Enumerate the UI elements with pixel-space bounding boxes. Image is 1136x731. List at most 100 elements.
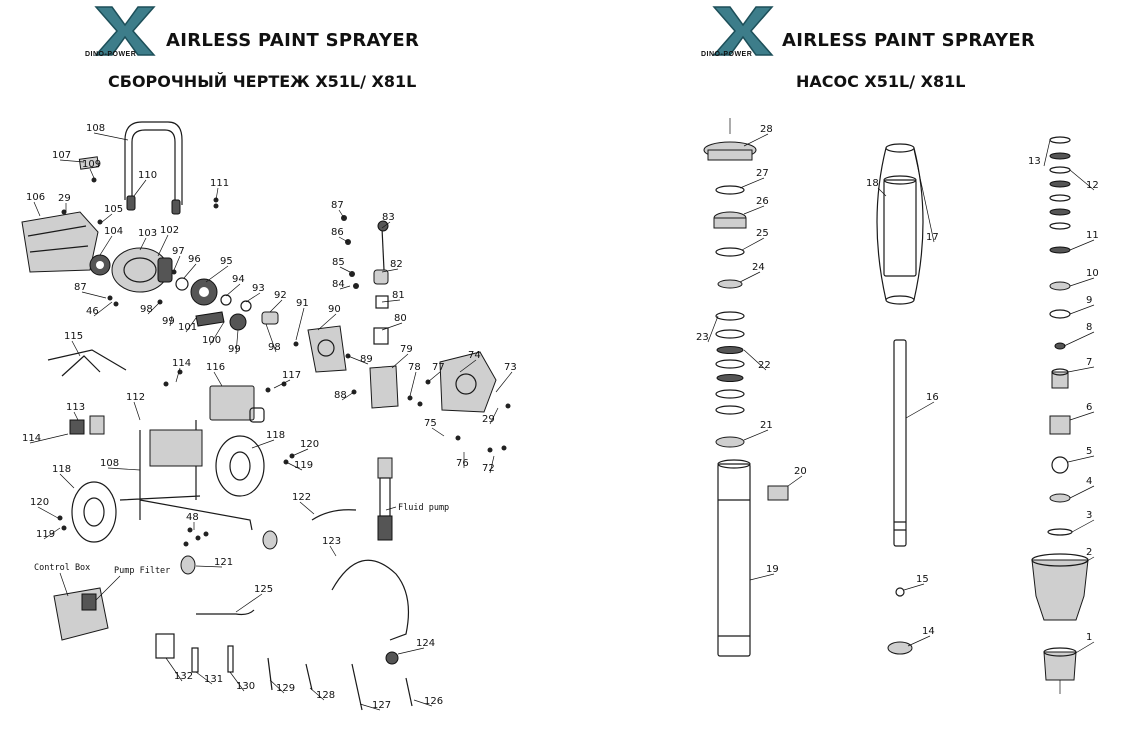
part-number-callout: 88 [334, 390, 347, 401]
part-number-leader-line [99, 235, 113, 256]
part-number-leader-line [107, 467, 141, 471]
part-number-callout: 121 [214, 557, 233, 568]
pump-part-number-leader-line [1043, 139, 1051, 167]
component-leader-line [59, 572, 69, 597]
part-number-leader-line [397, 647, 425, 655]
part-number-callout: 127 [372, 700, 391, 711]
component-text-label: Control Box [34, 563, 90, 573]
pump-part-number-callout: 23 [696, 332, 709, 343]
pump-part-number-callout: 16 [926, 392, 939, 403]
part-number-callout: 104 [104, 226, 123, 237]
part-number-callout: 79 [400, 344, 413, 355]
pump-part-number-callout: 24 [752, 262, 765, 273]
frame-plate-part [149, 429, 203, 467]
part-number-callout: 82 [390, 259, 403, 270]
pump-part-number-callout: 2 [1086, 547, 1092, 558]
part-number-leader-line [251, 439, 275, 449]
part-number-callout: 111 [210, 178, 229, 189]
part-number-leader-line [329, 545, 337, 557]
part-number-callout: 126 [424, 696, 443, 707]
bracket-part [369, 365, 399, 409]
part-number-leader-line [381, 221, 391, 229]
part-number-callout: 122 [292, 492, 311, 503]
part-number-callout: 75 [424, 418, 437, 429]
component-leader-line [385, 506, 397, 511]
part-number-callout: 119 [36, 529, 55, 540]
part-number-leader-line [235, 593, 263, 613]
part-number-callout: 113 [66, 402, 85, 413]
pump-part-number-leader-line [743, 349, 767, 371]
part-number-callout: 97 [172, 246, 185, 257]
part-number-leader-line [213, 371, 223, 387]
left-wheel-part [71, 481, 117, 543]
part-number-leader-line [269, 679, 285, 694]
part-number-leader-line [215, 187, 219, 201]
pump-part-number-leader-line [1073, 641, 1095, 655]
part-number-callout: 90 [328, 304, 341, 315]
part-number-callout: 110 [138, 170, 157, 181]
part-number-leader-line [291, 448, 309, 457]
pump-part-number-leader-line [1069, 169, 1095, 191]
part-number-leader-line [157, 234, 169, 257]
part-number-leader-line [229, 671, 245, 692]
pump-part-number-leader-line [749, 573, 775, 581]
pump-part-number-callout: 26 [756, 196, 769, 207]
pump-part-number-callout: 1 [1086, 632, 1092, 643]
inlet-cap-part [1043, 651, 1077, 681]
part-number-leader-line [338, 209, 345, 219]
part-number-callout: 76 [456, 458, 469, 469]
pump-part-number-leader-line [905, 401, 935, 419]
part-number-leader-line [195, 671, 213, 685]
pump-part-number-leader-line [739, 177, 765, 189]
part-number-leader-line [147, 301, 161, 315]
part-number-leader-line [89, 168, 95, 179]
part-number-callout: 120 [300, 439, 319, 450]
pump-part-number-leader-line [1067, 366, 1095, 373]
part-number-callout: 93 [252, 283, 265, 294]
part-number-callout: 87 [331, 200, 344, 211]
pump-part-number-leader-line [741, 237, 765, 251]
pump-part-number-callout: 6 [1086, 402, 1092, 413]
valve-part [1051, 371, 1069, 389]
valve-ball-part [1051, 456, 1069, 474]
pump-part-number-callout: 12 [1086, 180, 1099, 191]
part-number-leader-line [185, 317, 197, 333]
pump-housing-part [307, 325, 347, 373]
pump-part-number-leader-line [1069, 485, 1095, 499]
part-number-callout: 91 [296, 298, 309, 309]
part-number-callout: 100 [202, 335, 221, 346]
part-number-callout: 105 [104, 204, 123, 215]
foot-valve-housing-part [1031, 559, 1089, 621]
part-number-callout: 123 [322, 536, 341, 547]
part-number-leader-line [273, 379, 291, 389]
part-number-callout: 120 [30, 497, 49, 508]
page-subtitle-2: НАСОС X51L/ X81L [796, 72, 966, 91]
part-number-leader-line [409, 371, 417, 397]
part-number-leader-line [317, 313, 337, 331]
part-number-callout: 125 [254, 584, 273, 595]
pump-part-number-leader-line [1081, 556, 1095, 565]
pump-part-number-callout: 21 [760, 420, 773, 431]
part-number-callout: 102 [160, 225, 179, 236]
part-number-callout: 112 [126, 392, 145, 403]
part-number-leader-line [33, 201, 41, 217]
handle-part [124, 121, 183, 205]
part-number-leader-line [347, 355, 369, 365]
part-number-leader-line [459, 359, 477, 373]
pump-part-number-callout: 8 [1086, 322, 1092, 333]
pump-part-number-leader-line [1069, 239, 1095, 251]
part-number-callout: 73 [504, 362, 517, 373]
fluid-pump-part [377, 457, 393, 479]
part-number-leader-line [299, 501, 315, 515]
part-number-leader-line [133, 179, 147, 197]
brand-title: AIRLESS PAINT SPRAYER [166, 30, 420, 51]
label-plate-part [78, 156, 100, 170]
brand-title-2: AIRLESS PAINT SPRAYER [782, 30, 1036, 51]
part-number-callout: 108 [86, 123, 105, 134]
pump-part-number-leader-line [787, 475, 803, 487]
part-number-leader-line [195, 565, 223, 568]
part-number-leader-line [173, 255, 181, 271]
part-number-callout: 95 [220, 256, 233, 267]
part-number-callout: 92 [274, 290, 287, 301]
